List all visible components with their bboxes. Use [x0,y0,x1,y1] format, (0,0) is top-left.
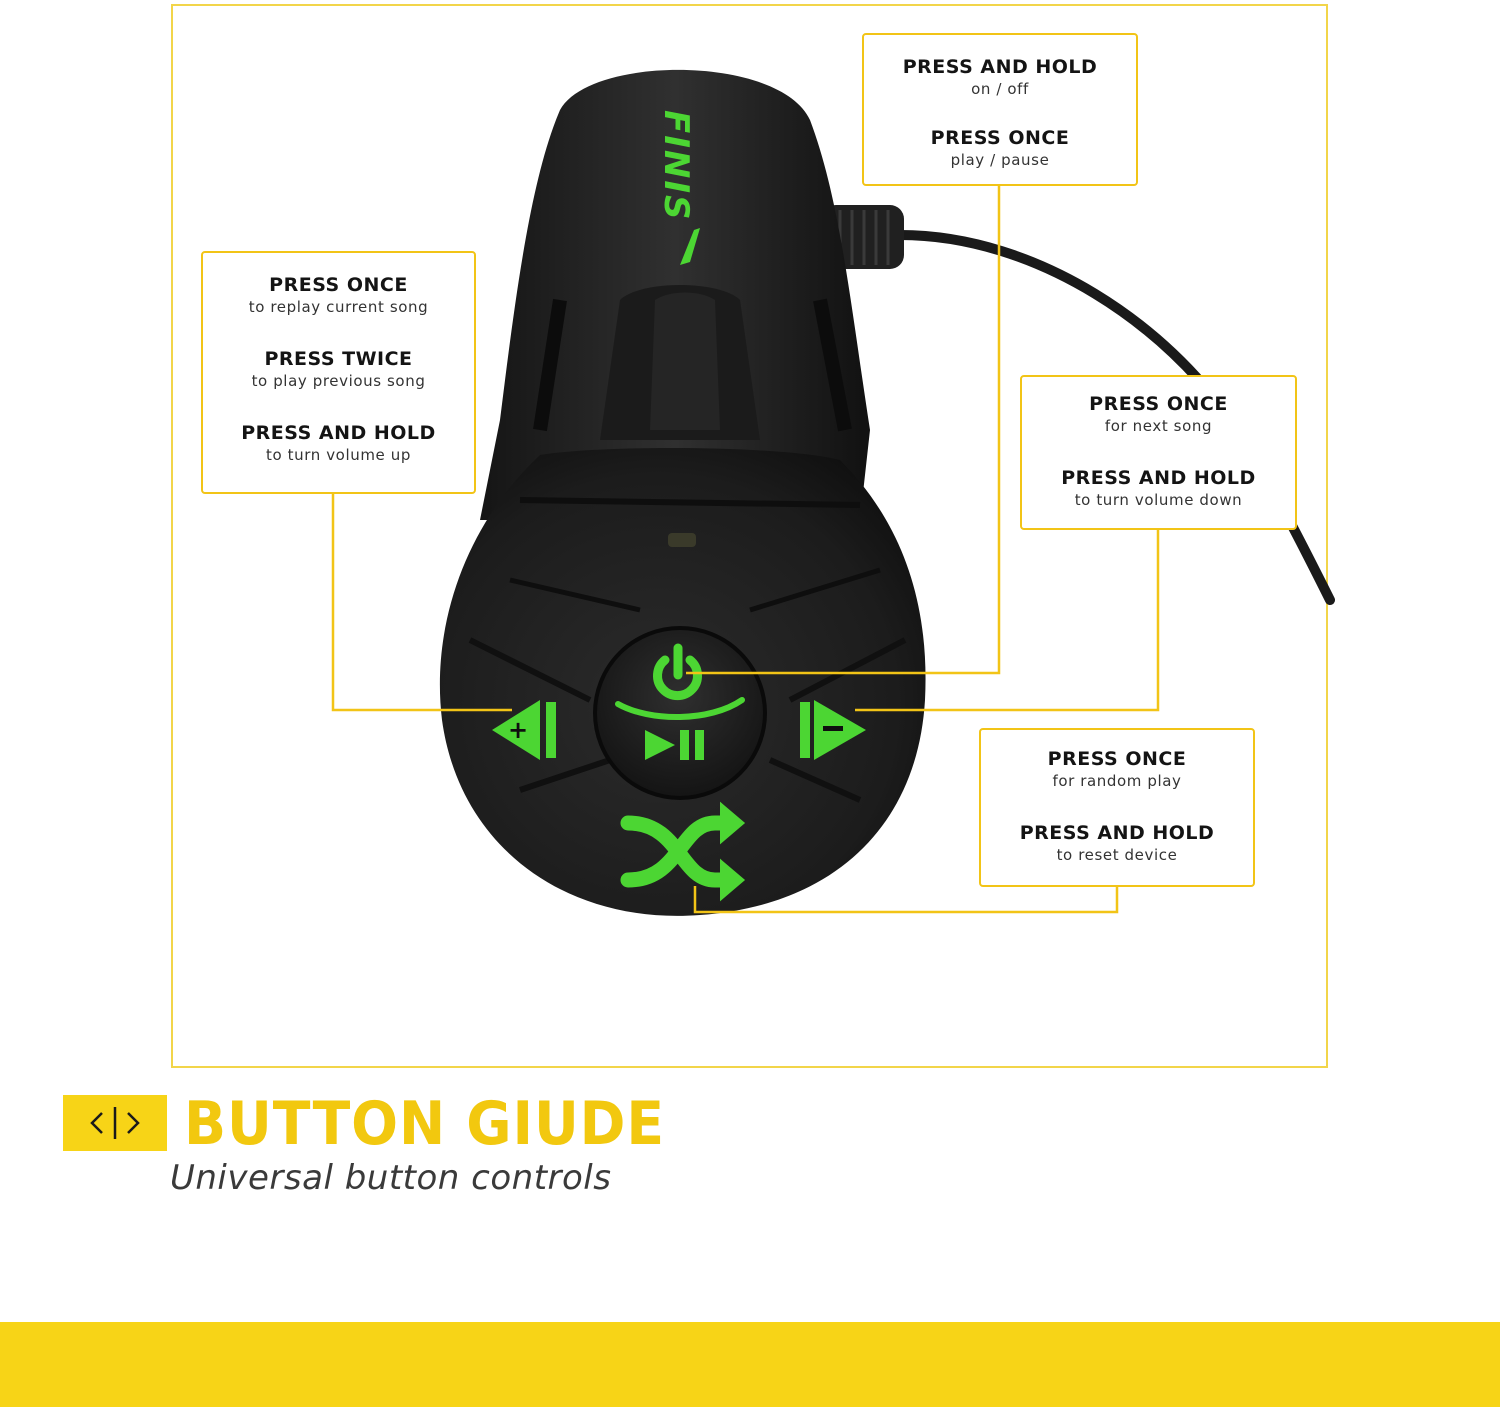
callout-heading: PRESS ONCE [1047,748,1187,770]
callout-heading: PRESS ONCE [269,274,408,296]
bottom-accent-bar [0,1322,1500,1407]
callout-description: play / pause [950,151,1050,169]
finis-logo: FINIS [656,110,700,265]
callout-shuffle-button: PRESS ONCE for random play PRESS AND HOLD… [979,728,1255,887]
svg-text:FINIS: FINIS [656,110,696,221]
callout-heading: PRESS AND HOLD [1019,822,1215,844]
callout-description: for next song [1104,417,1213,435]
code-brackets-icon [90,1107,140,1139]
title-tag [63,1095,167,1151]
callout-heading: PRESS ONCE [1089,393,1228,415]
callout-description: to turn volume up [266,446,411,464]
volume-up-glyph: + [508,716,528,744]
volume-down-glyph [823,726,843,731]
callout-description: on / off [971,80,1029,98]
page-title: BUTTON GIUDE [184,1089,666,1159]
page-subtitle: Universal button controls [170,1158,612,1198]
callout-heading: PRESS AND HOLD [1061,467,1256,489]
callout-heading: PRESS AND HOLD [241,422,436,444]
callout-heading: PRESS ONCE [930,127,1070,149]
shuffle-icon[interactable] [620,801,746,902]
power-icon [653,643,702,701]
callout-heading: PRESS AND HOLD [902,56,1098,78]
callout-description: to turn volume down [1074,491,1243,509]
callout-next-button: PRESS ONCE for next song PRESS AND HOLD to… [1020,375,1297,530]
callout-description: to play previous song [251,372,426,390]
callout-description: to replay current song [248,298,429,316]
leader-lines [331,186,1160,914]
next-volume-down-button[interactable] [800,700,866,760]
previous-volume-up-button[interactable]: + [492,700,556,760]
callout-heading: PRESS TWICE [264,348,413,370]
callout-description: to reset device [1056,846,1178,864]
callout-power-button: PRESS AND HOLD on / off PRESS ONCE play / … [862,33,1138,186]
callout-previous-button: PRESS ONCE to replay current song PRESS T… [201,251,476,494]
content-frame [171,4,1328,1068]
play-pause-icon [645,730,704,760]
status-led [668,533,696,547]
callout-description: for random play [1052,772,1182,790]
power-play-button[interactable] [593,626,767,800]
